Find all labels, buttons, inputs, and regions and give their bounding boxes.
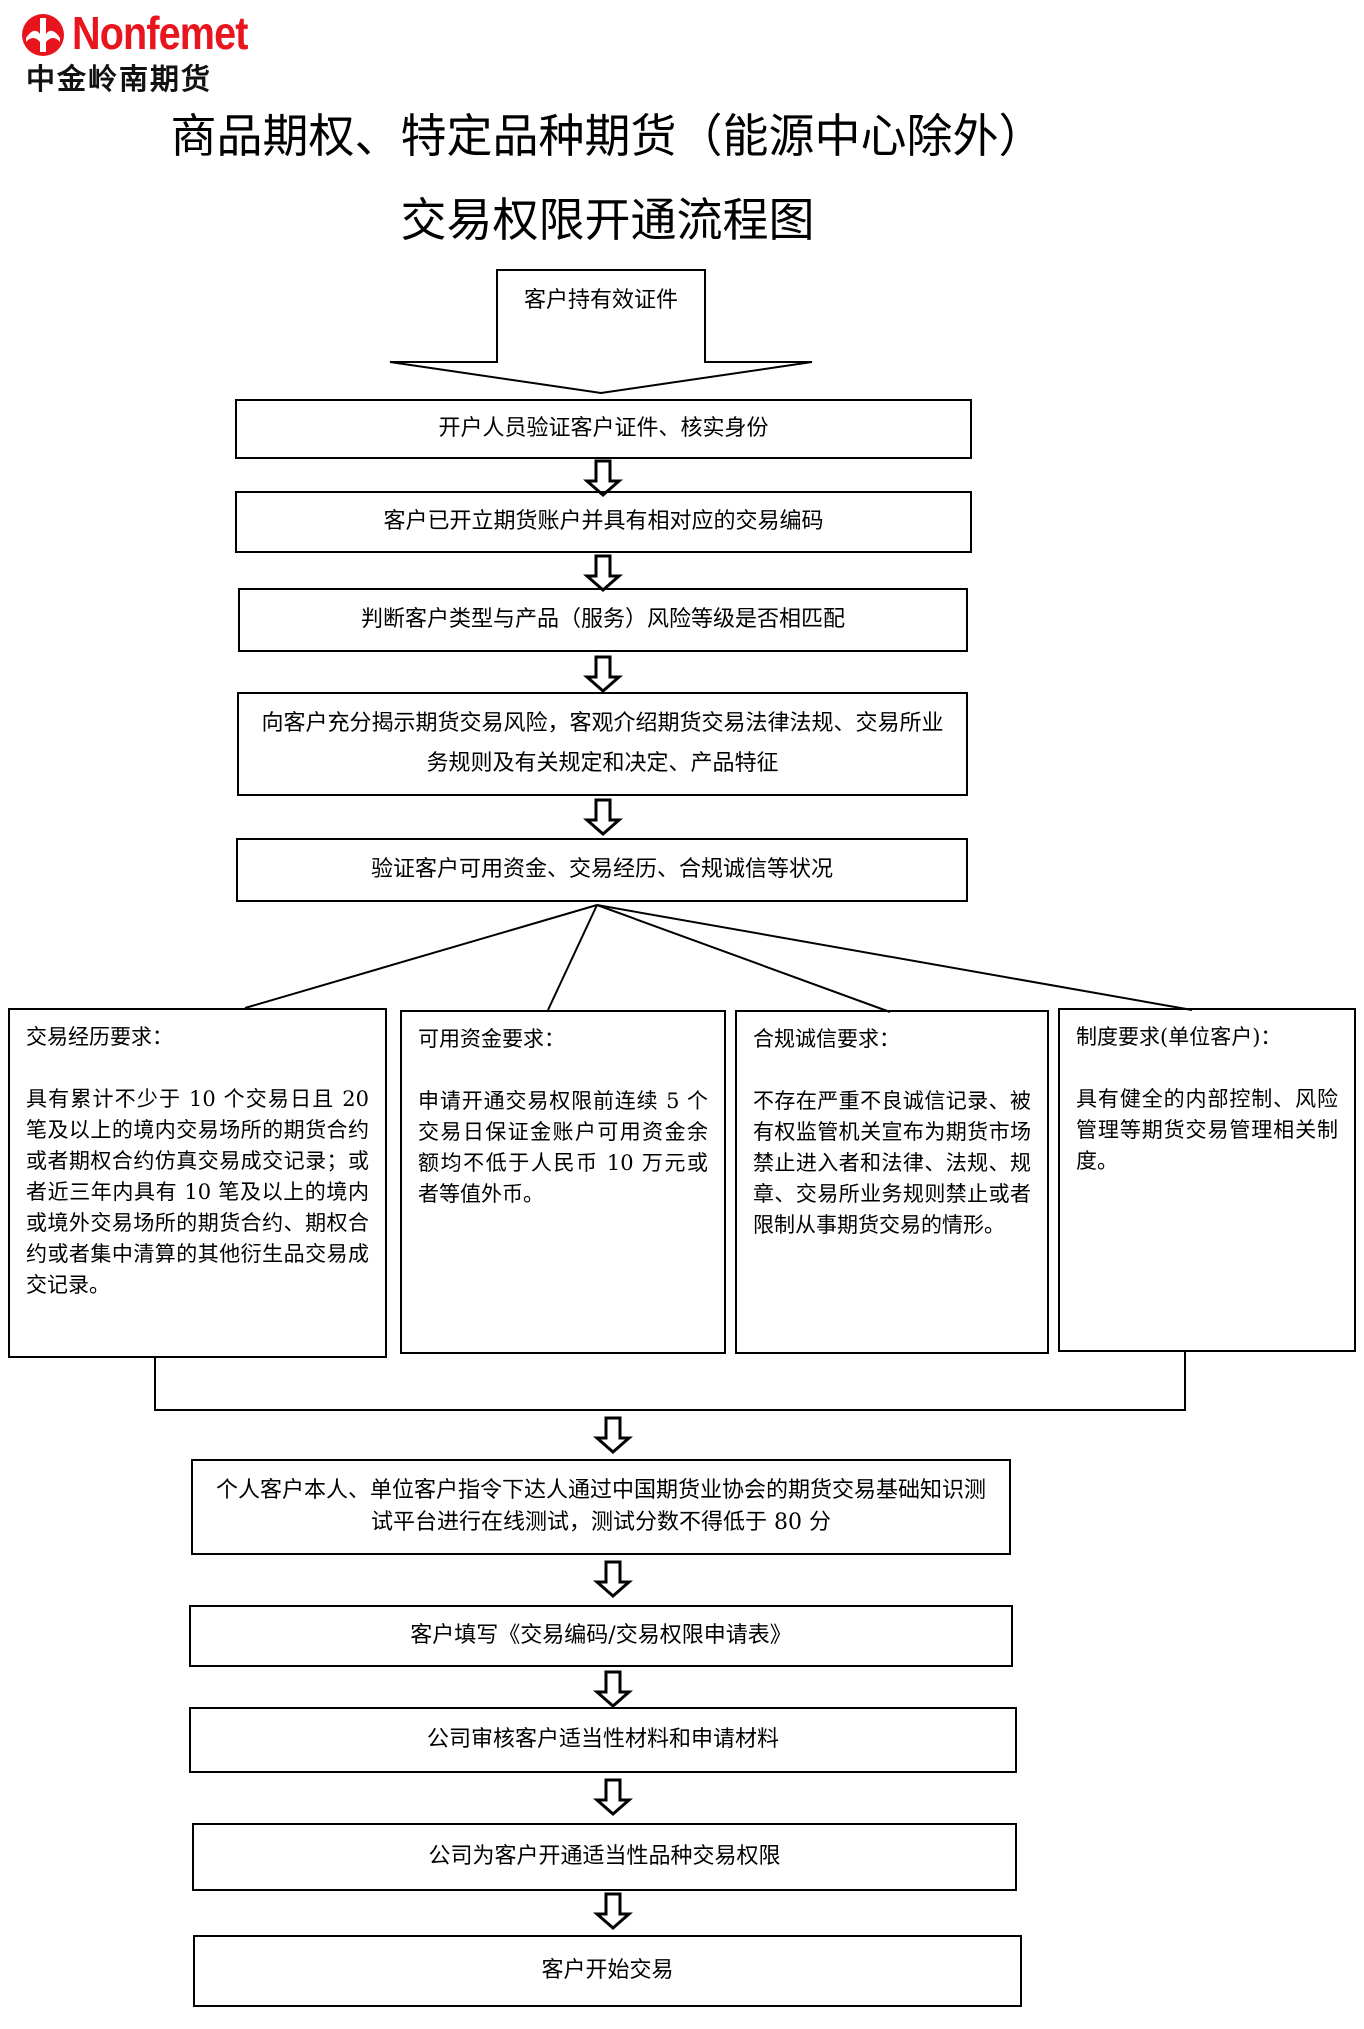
- requirement-compliance: 合规诚信要求： 不存在严重不良诚信记录、被有权监管机关宣布为期货市场禁止进入者和…: [735, 1010, 1049, 1354]
- step-fill-application: 客户填写《交易编码/交易权限申请表》: [189, 1605, 1013, 1667]
- logo-mark-icon: [22, 14, 64, 56]
- down-arrow-icon: [583, 655, 623, 693]
- requirement-body: 具有健全的内部控制、风险管理等期货交易管理相关制度。: [1076, 1087, 1338, 1173]
- title-line-1: 商品期权、特定品种期货（能源中心除外）: [170, 109, 1045, 163]
- step-account-code: 客户已开立期货账户并具有相对应的交易编码: [235, 491, 972, 553]
- requirement-heading: 制度要求(单位客户)：: [1076, 1025, 1282, 1049]
- requirement-body: 具有累计不少于 10 个交易日且 20 笔及以上的境内交易场所的期货合约或者期权…: [26, 1087, 369, 1297]
- down-arrow-icon: [593, 1560, 633, 1598]
- logo-brand-cn: 中金岭南期货: [26, 62, 213, 96]
- fan-lines: [244, 904, 1193, 1013]
- down-arrow-icon: [583, 554, 623, 592]
- step-verify-status: 验证客户可用资金、交易经历、合规诚信等状况: [236, 838, 968, 902]
- merge-bracket: [154, 1350, 1186, 1411]
- title-line-2: 交易权限开通流程图: [400, 193, 815, 247]
- requirement-institutional-system: 制度要求(单位客户)： 具有健全的内部控制、风险管理等期货交易管理相关制度。: [1058, 1008, 1356, 1352]
- requirement-available-funds: 可用资金要求： 申请开通交易权限前连续 5 个交易日保证金账户可用资金余额均不低…: [400, 1010, 726, 1354]
- step-online-test: 个人客户本人、单位客户指令下达人通过中国期货业协会的期货交易基础知识测试平台进行…: [191, 1459, 1011, 1555]
- step-company-review: 公司审核客户适当性材料和申请材料: [189, 1707, 1017, 1773]
- logo-brand-en: Nonfemet: [72, 7, 248, 59]
- requirement-trading-experience: 交易经历要求： 具有累计不少于 10 个交易日且 20 笔及以上的境内交易场所的…: [8, 1008, 387, 1358]
- down-arrow-icon: [593, 1416, 633, 1454]
- down-arrow-icon: [583, 459, 623, 497]
- down-arrow-icon: [593, 1892, 633, 1930]
- start-label: 客户持有效证件: [523, 288, 678, 313]
- step-grant-permission: 公司为客户开通适当性品种交易权限: [192, 1823, 1017, 1891]
- requirement-heading: 交易经历要求：: [26, 1025, 173, 1049]
- down-arrow-icon: [593, 1670, 633, 1708]
- start-arrow-shape: [389, 269, 813, 395]
- step-risk-disclosure: 向客户充分揭示期货交易风险，客观介绍期货交易法律法规、交易所业务规则及有关规定和…: [237, 692, 968, 796]
- step-verify-identity: 开户人员验证客户证件、核实身份: [235, 399, 972, 459]
- step-start-trading: 客户开始交易: [193, 1935, 1022, 2007]
- company-logo: Nonfemet 中金岭南期货: [20, 7, 250, 96]
- requirement-body: 不存在严重不良诚信记录、被有权监管机关宣布为期货市场禁止进入者和法律、法规、规章…: [753, 1089, 1031, 1237]
- down-arrow-icon: [583, 798, 623, 836]
- down-arrow-icon: [593, 1778, 633, 1816]
- step-risk-match: 判断客户类型与产品（服务）风险等级是否相匹配: [238, 588, 968, 652]
- requirement-heading: 可用资金要求：: [418, 1027, 565, 1051]
- requirement-heading: 合规诚信要求：: [753, 1027, 900, 1051]
- down-arrows: [583, 459, 633, 1930]
- requirement-body: 申请开通交易权限前连续 5 个交易日保证金账户可用资金余额均不低于人民币 10 …: [418, 1089, 708, 1206]
